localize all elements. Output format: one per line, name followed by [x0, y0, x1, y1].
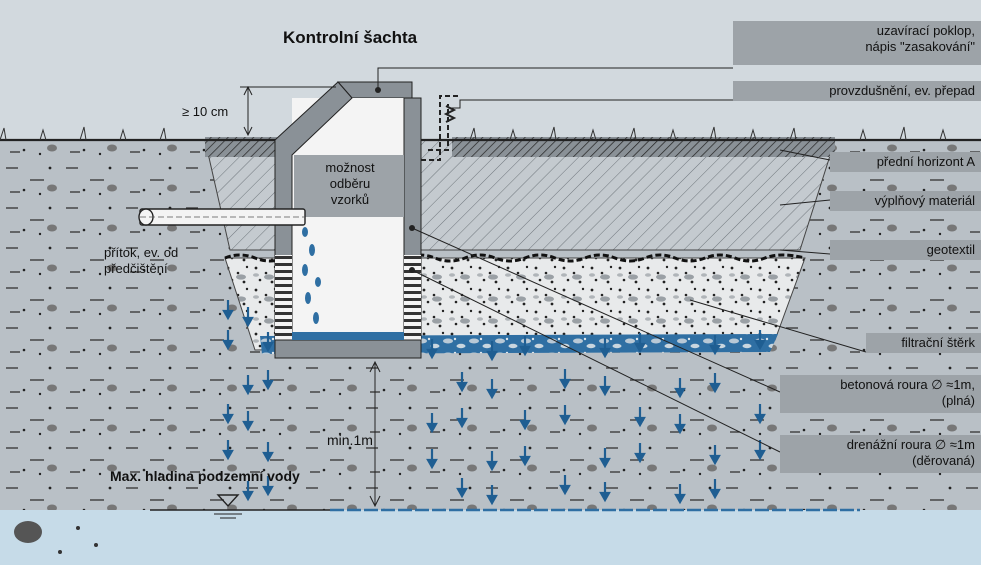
infiltration-arrow-head [222, 309, 234, 321]
label-vyplnovy: výplňový materiál [830, 191, 981, 211]
label-drenazni-line2: (děrovaná) [912, 453, 975, 468]
shaft-interior [292, 98, 412, 358]
infiltration-arrow-head [599, 491, 611, 503]
perforated-right [404, 255, 421, 350]
label-geotextil: geotextil [830, 240, 981, 260]
infiltration-arrow-head [456, 381, 468, 393]
label-poklop: uzavírací poklop, nápis "zasakování" [733, 21, 981, 65]
infiltration-arrow-head [674, 493, 686, 505]
infiltration-arrow-head [426, 422, 438, 434]
leader-lines [377, 67, 867, 453]
infiltration-arrow-head [599, 385, 611, 397]
label-poklop-line2: nápis "zasakování" [865, 39, 975, 54]
grass [0, 126, 947, 141]
water-drops [302, 227, 321, 324]
label-poklop-line1: uzavírací poklop, [876, 23, 975, 38]
groundwater-zone [0, 510, 981, 565]
label-odber-line1: možnost [325, 160, 375, 175]
infiltration-arrow-head [559, 414, 571, 426]
infiltration-arrow-head [709, 454, 721, 466]
infiltration-arrow-head [559, 484, 571, 496]
infiltration-arrow-head [634, 342, 646, 354]
label-drenazni-line1: drenážní roura ∅ ≈1m [846, 437, 975, 452]
label-betonova-line2: (plná) [941, 393, 975, 408]
topsoil-left [205, 137, 277, 157]
infiltration-arrow-head [519, 345, 531, 357]
sampling-box [294, 155, 404, 217]
infiltration-arrow-head [242, 490, 254, 502]
infiltration-arrow-head [242, 316, 254, 328]
infiltration-arrow-head [222, 413, 234, 425]
infiltration-arrow-head [486, 460, 498, 472]
infiltration-arrow-head [709, 344, 721, 356]
infiltration-arrow-head [222, 339, 234, 351]
water-level-symbol [216, 494, 240, 508]
infiltration-arrow-head [599, 457, 611, 469]
infiltration-arrow-head [674, 387, 686, 399]
label-pritok: přítok, ev. od předčištění [104, 245, 178, 277]
infiltration-arrow-head [709, 382, 721, 394]
infiltration-arrow-head [754, 449, 766, 461]
infiltration-arrow-head [262, 341, 274, 353]
shaft-bottom [274, 339, 422, 359]
label-pritok-line2: předčištění [104, 261, 168, 276]
label-odber-line2: odběru [329, 176, 371, 191]
infiltration-arrow-head [262, 485, 274, 497]
label-drenazni: drenážní roura ∅ ≈1m (děrovaná) [780, 435, 981, 473]
label-depth: min.1m [327, 432, 373, 448]
label-betonova-line1: betonová roura ∅ ≈1m, [840, 377, 975, 392]
label-hladina: Max. hladina podzemní vody [110, 468, 300, 484]
infiltration-arrow-head [426, 348, 438, 360]
topsoil-right [452, 137, 835, 157]
vent-cap [443, 105, 457, 123]
infiltration-arrow-head [634, 452, 646, 464]
label-provzdusneni: provzdušnění, ev. přepad [733, 81, 981, 101]
label-horizont: přední horizont A [830, 152, 981, 172]
stone [14, 521, 42, 543]
infiltration-arrow-head [754, 413, 766, 425]
infiltration-arrow-head [634, 416, 646, 428]
label-odber-line3: vzorků [330, 192, 370, 207]
infiltration-arrows [222, 300, 766, 506]
infiltration-arrow-head [599, 347, 611, 359]
infiltration-arrow-head [262, 379, 274, 391]
shaft-water [292, 332, 404, 340]
infiltration-arrow-head [242, 384, 254, 396]
infiltration-arrow-head [222, 449, 234, 461]
vent-pipe [421, 95, 460, 161]
infiltration-arrow-head [426, 458, 438, 470]
infiltration-arrow-head [242, 420, 254, 432]
infiltration-arrow-head [456, 417, 468, 429]
label-odber: možnost odběru vzorků [304, 160, 396, 208]
diagram-title: Kontrolní šachta [283, 28, 418, 47]
infiltration-arrow-head [486, 388, 498, 400]
label-filtracni: filtrační štěrk [866, 333, 981, 353]
perforated-left [275, 255, 292, 350]
infiltration-arrow-head [486, 350, 498, 362]
infiltration-arrow-head [456, 487, 468, 499]
infiltration-arrow-head [754, 339, 766, 351]
label-cover: ≥ 10 cm [182, 104, 229, 119]
label-betonova: betonová roura ∅ ≈1m, (plná) [780, 375, 981, 413]
infiltration-arrow-head [674, 423, 686, 435]
infiltration-arrow-head [262, 451, 274, 463]
infiltration-arrow-head [486, 494, 498, 506]
infiltration-arrow-head [559, 378, 571, 390]
infiltration-arrow-head [709, 488, 721, 500]
infiltration-arrow-head [519, 419, 531, 431]
infiltration-arrow-head [519, 455, 531, 467]
label-pritok-line1: přítok, ev. od [104, 245, 179, 260]
